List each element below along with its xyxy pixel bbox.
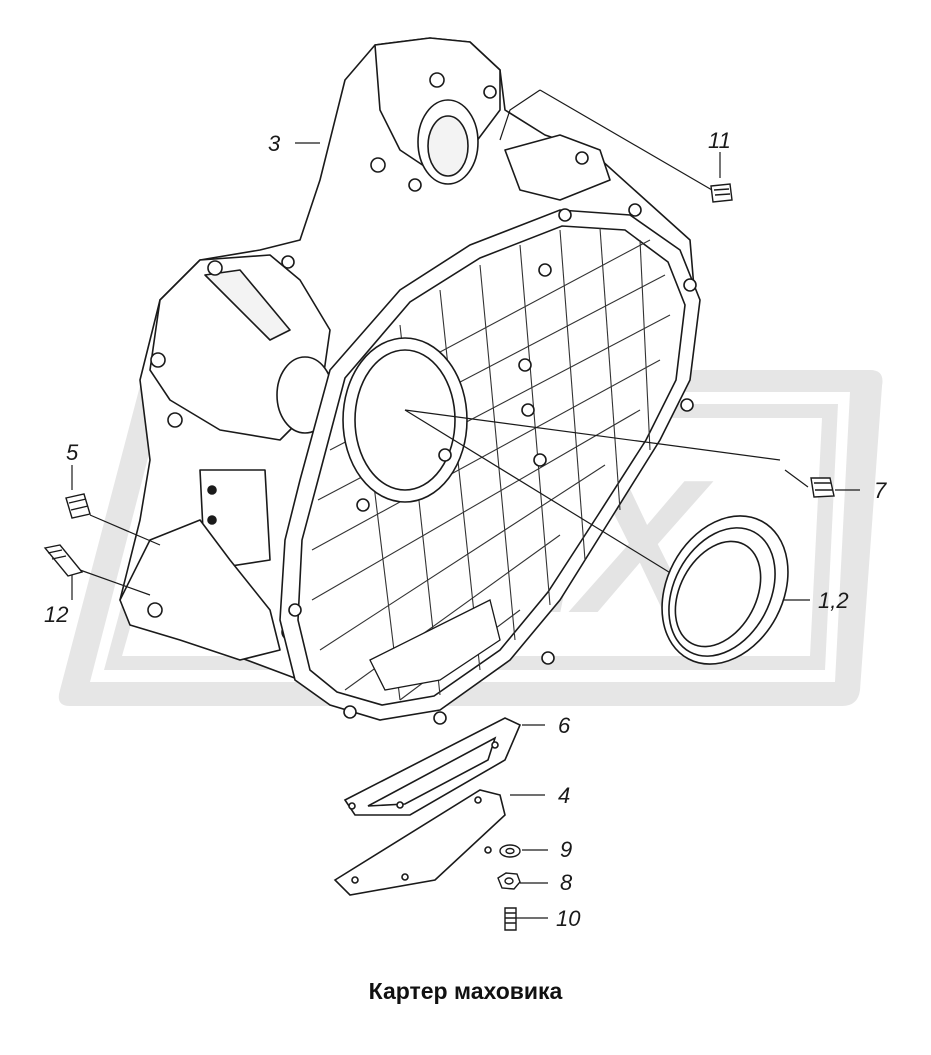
label-10: 10 [556,906,581,931]
plug-7 [810,477,835,498]
label-1-2: 1,2 [818,588,849,613]
crankshaft-seal [661,515,789,665]
washer-9 [499,844,521,858]
nut-8 [497,872,521,890]
stud-10 [504,907,517,931]
stud-12 [43,544,84,577]
label-3: 3 [268,131,281,156]
label-8: 8 [560,870,573,895]
label-4: 4 [558,783,570,808]
label-9: 9 [560,837,572,862]
label-11: 11 [708,128,731,153]
label-5: 5 [66,440,79,465]
crankshaft-bore [288,203,697,725]
label-12: 12 [44,602,68,627]
lower-window [369,599,501,691]
fitting-5 [65,493,91,519]
gasket-6 [343,717,522,816]
plug-11 [710,183,733,203]
front-flange [279,209,701,721]
label-7: 7 [874,478,887,503]
cover-4 [333,789,506,896]
leader-lines [71,89,860,919]
label-6: 6 [558,713,571,738]
diagram-caption: Картер маховика [368,978,563,1004]
part-labels: 3 11 7 1,2 5 12 6 4 9 8 10 [44,128,887,931]
